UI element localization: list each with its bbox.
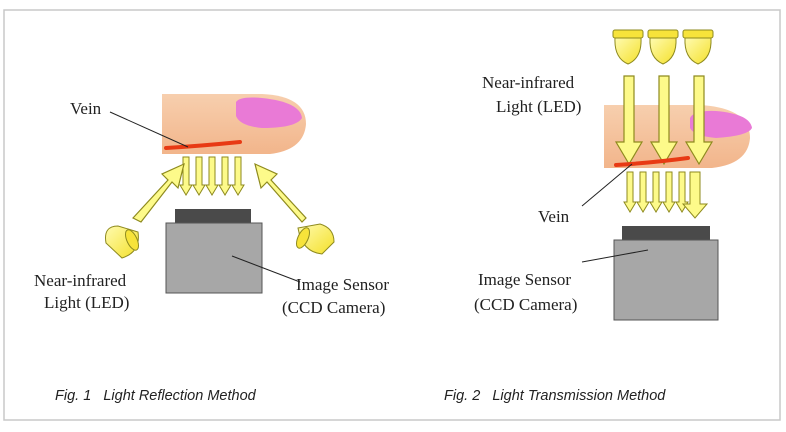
fig2-fingernail — [690, 110, 752, 138]
fig1-reflected-arrows — [179, 156, 245, 196]
fig1-vein-leader — [109, 111, 189, 148]
fig2-led-1 — [612, 29, 644, 65]
fig2-exit-arrow — [662, 171, 676, 213]
fig1-vein-label: Vein — [70, 99, 102, 118]
fig2-vein-leader — [581, 163, 633, 207]
fig2-nir-label-line1: Near-infrared — [482, 73, 575, 92]
fig2-exit-arrow — [649, 171, 663, 213]
fig2-exit-arrow — [623, 171, 637, 213]
fig1-sensor-label-line1: Image Sensor — [296, 275, 389, 294]
fig2-transmission-arrows — [614, 75, 714, 166]
fig1-right-light-arrow — [254, 162, 307, 223]
fig2-vein-line — [614, 156, 690, 167]
fig1-left-led — [105, 225, 139, 259]
fig2-transmission-method: Near-infrared Light (LED) Vein Image Sen… — [444, 29, 752, 404]
fig1-reflected-arrow — [231, 156, 245, 196]
fig1-right-led — [296, 223, 335, 255]
fig1-fingernail — [236, 97, 302, 128]
fig1-nir-label-line2: Light (LED) — [44, 293, 129, 312]
fig1-sensor-leader — [231, 255, 301, 283]
fig2-sensor-label-line2: (CCD Camera) — [474, 295, 577, 314]
fig2-light-arrow — [614, 75, 644, 166]
fig1-reflected-arrow — [192, 156, 206, 196]
fig1-nir-label-line1: Near-infrared — [34, 271, 127, 290]
fig2-sensor-lens — [622, 226, 710, 240]
fig2-exit-arrow — [636, 171, 650, 213]
fig1-vein-line — [164, 140, 242, 150]
fig1-sensor-lens — [175, 209, 251, 223]
fig2-light-arrow — [649, 75, 679, 166]
fig1-sensor-body — [165, 222, 263, 294]
fig1-caption: Fig. 1 Light Reflection Method — [55, 388, 257, 404]
fig1-reflection-method: Vein Near-infrared Light (LED) Image Sen… — [34, 94, 389, 404]
figure-frame — [3, 9, 781, 421]
fig2-sensor-leader — [581, 249, 649, 263]
fig2-exit-arrows — [623, 171, 709, 219]
fig1-reflected-arrow — [218, 156, 232, 196]
fig2-vein-label: Vein — [538, 207, 570, 226]
fig2-caption: Fig. 2 Light Transmission Method — [444, 388, 666, 404]
fig2-led-2 — [647, 29, 679, 65]
fig1-reflected-arrow — [205, 156, 219, 196]
fig2-exit-arrow — [681, 171, 709, 219]
fig2-led-3 — [682, 29, 714, 65]
fig2-sensor-body — [613, 239, 719, 321]
fig2-sensor-label-line1: Image Sensor — [478, 270, 571, 289]
fig1-left-light-arrow — [132, 162, 185, 223]
fig2-nir-label-line2: Light (LED) — [496, 97, 581, 116]
fig2-light-arrow — [684, 75, 714, 166]
fig1-sensor-label-line2: (CCD Camera) — [282, 298, 385, 317]
